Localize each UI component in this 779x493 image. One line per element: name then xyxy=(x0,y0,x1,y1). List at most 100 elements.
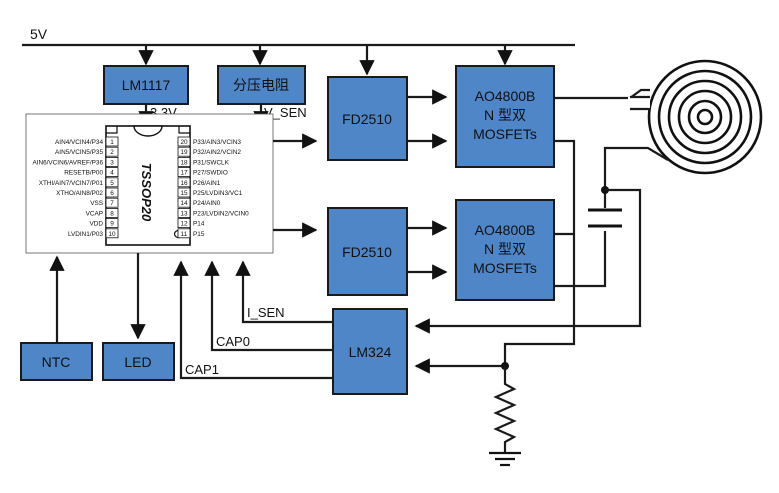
mcu-pin-num-right: 19 xyxy=(180,149,188,156)
mcu-pin-num-left: 1 xyxy=(110,139,114,146)
mcu-pin-num-left: 5 xyxy=(110,180,114,187)
mcu-pin-num-left: 3 xyxy=(110,159,114,166)
mcu-pin-box-right xyxy=(177,228,191,239)
mosfet-bottom-line3: MOSFETs xyxy=(473,260,537,276)
led-block: LED xyxy=(102,342,175,381)
mcu-pin-box-left xyxy=(105,146,119,157)
driver-top-block: FD2510 xyxy=(327,76,408,161)
mcu-pin-box-left xyxy=(105,167,119,178)
mcu-pin-name-right: P15 xyxy=(193,231,205,238)
divider-block: 分压电阻 xyxy=(217,65,306,105)
mcu-pin-num-right: 13 xyxy=(180,210,188,217)
mcu-pin-name-left: XTHI/AIN7/VCIN7/P01 xyxy=(39,180,104,187)
mcu-pins-right: 20 P33/AIN3/VCIN3 19 P32/AIN2/VCIN2 18 P31/SW… xyxy=(177,136,249,239)
mcu-pin-num-left: 4 xyxy=(110,170,114,177)
mcu-pin-name-left: XTHO/AIN8/P02 xyxy=(56,190,103,197)
mcu-pin-box-left xyxy=(105,177,119,188)
mcu-pin-num-left: 9 xyxy=(110,221,114,228)
label-cap1: CAP1 xyxy=(185,362,219,377)
mcu-pin-box-right xyxy=(177,187,191,198)
mosfet-top-line1: AO4800B xyxy=(475,88,536,104)
mcu-pin-name-right: P26/AIN1 xyxy=(193,180,221,187)
mcu-pin-num-left: 6 xyxy=(110,190,114,197)
mcu-pin-box-right xyxy=(177,207,191,218)
wire-mosfet-top-return xyxy=(503,139,576,366)
mcu-pin-name-left: LVDIN1/P03 xyxy=(68,231,103,238)
mcu-pin-num-right: 20 xyxy=(180,139,188,146)
mcu-pin-box-right xyxy=(177,156,191,167)
mcu-pin-num-right: 11 xyxy=(181,231,188,238)
mcu-pin-num-right: 18 xyxy=(180,159,188,166)
mcu-pin-name-right: P14 xyxy=(193,221,205,228)
mcu-pin-box-right xyxy=(177,197,191,208)
mcu-pin-box-right xyxy=(177,177,191,188)
mcu-pin-name-right: P24/AIN0 xyxy=(193,200,221,207)
mcu-pin-box-right xyxy=(177,136,191,147)
mcu-pin-num-left: 10 xyxy=(108,231,116,238)
mcu-pin-box-left xyxy=(105,197,119,208)
mcu-pin-name-right: P23/LVDIN2/VCIN0 xyxy=(193,210,249,217)
wire-cap0 xyxy=(204,260,333,352)
ldo-block: LM1117 xyxy=(103,65,189,105)
wire-mosfet-bottom-to-cap xyxy=(554,231,607,288)
mcu-pin-name-right: P31/SWCLK xyxy=(193,159,230,166)
mosfet-top-block: AO4800B N 型双 MOSFETs xyxy=(455,65,555,168)
label-i-sen: I_SEN xyxy=(247,305,285,320)
coil-lead-1 xyxy=(629,88,650,99)
ntc-block: NTC xyxy=(20,342,93,381)
mcu-pin-box-left xyxy=(105,156,119,167)
mcu-pin-num-left: 2 xyxy=(110,149,114,156)
mcu-pin-num-left: 7 xyxy=(110,200,114,207)
shunt-resistor xyxy=(489,366,521,467)
mcu-pin-box-left xyxy=(105,218,119,229)
wire-i-sen xyxy=(235,260,333,324)
opamp-label: LM324 xyxy=(349,344,392,360)
mcu-pin-num-right: 12 xyxy=(180,221,188,228)
mcu-pin-box-left xyxy=(105,136,119,147)
mcu-pin-box-left xyxy=(105,187,119,198)
mcu-pin-name-left: AIN5/VCIN5/P35 xyxy=(55,149,103,156)
mcu-pin-name-left: VDD xyxy=(90,221,104,228)
wire-cap1 xyxy=(173,260,333,380)
mcu-pin-name-left: RESETB/P00 xyxy=(64,170,103,177)
led-label: LED xyxy=(124,354,151,370)
mcu-pin-name-left: VCAP xyxy=(86,210,103,217)
mcu-pin-name-right: P25/LVDIN3/VC1 xyxy=(193,190,243,197)
divider-label: 分压电阻 xyxy=(233,77,289,93)
driver-bottom-label: FD2510 xyxy=(342,244,392,260)
mcu-pin-name-left: AIN6/VCIN6/AVREF/P36 xyxy=(32,159,103,166)
mcu-pin-num-right: 17 xyxy=(180,170,188,177)
supply-rail-5v: 5V xyxy=(22,26,575,47)
mcu-pin-name-right: P27/SWDIO xyxy=(193,170,228,177)
driver-bottom-block: FD2510 xyxy=(327,207,408,296)
mcu-pin-num-right: 16 xyxy=(180,180,188,187)
ntc-label: NTC xyxy=(42,354,71,370)
induction-coil xyxy=(628,59,763,175)
mosfet-top-line3: MOSFETs xyxy=(473,126,537,142)
mcu-pin-box-right xyxy=(177,146,191,157)
mosfet-bottom-line1: AO4800B xyxy=(475,222,536,238)
label-cap0: CAP0 xyxy=(216,334,250,349)
mcu-package: TSSOP20 xyxy=(139,163,154,222)
mcu-pin-num-right: 14 xyxy=(180,200,188,207)
mcu-pin-box-right xyxy=(177,218,191,229)
mcu-pin-num-left: 8 xyxy=(110,210,114,217)
ldo-label: LM1117 xyxy=(122,77,171,93)
mcu-pin-name-left: VSS xyxy=(90,200,103,207)
opamp-block: LM324 xyxy=(332,308,408,395)
wire-coil-sense-to-opamp xyxy=(414,188,642,334)
mosfet-top-line2: N 型双 xyxy=(484,107,526,123)
label-v-sen: V_SEN xyxy=(264,105,307,120)
mcu-pin-name-left: AIN4/VCIN4/P34 xyxy=(55,139,103,146)
mcu-pin-box-right xyxy=(177,167,191,178)
mosfet-bottom-block: AO4800B N 型双 MOSFETs xyxy=(455,199,555,301)
mcu-pin-box-left xyxy=(105,207,119,218)
mcu-pin-box-left xyxy=(105,228,119,239)
mcu-pin-name-right: P33/AIN3/VCIN3 xyxy=(193,139,241,146)
mcu-pin-num-right: 15 xyxy=(180,190,188,197)
mcu-pin-name-right: P32/AIN2/VCIN2 xyxy=(193,149,241,156)
driver-top-label: FD2510 xyxy=(342,111,392,127)
mosfet-bottom-line2: N 型双 xyxy=(484,241,526,257)
